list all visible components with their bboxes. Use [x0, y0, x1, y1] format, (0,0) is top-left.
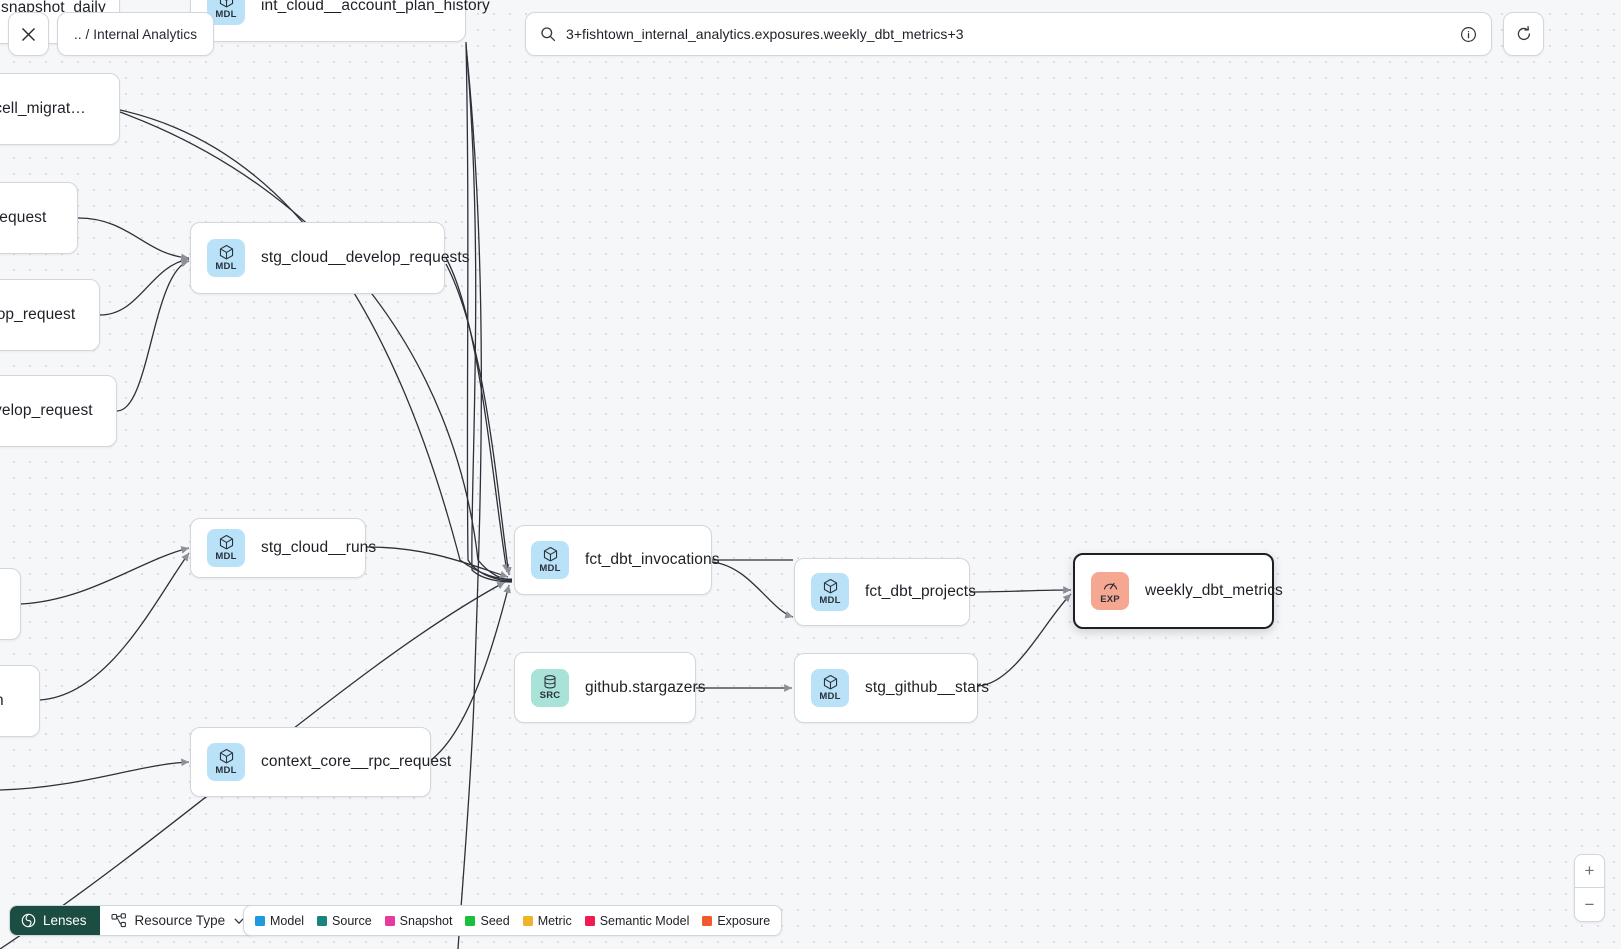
refresh-icon	[1517, 25, 1530, 41]
cube-icon	[218, 244, 235, 262]
gauge-icon	[1102, 577, 1119, 595]
refresh-button[interactable]	[1503, 12, 1544, 56]
breadcrumb-label: .. / Internal Analytics	[74, 26, 198, 42]
node-label: weekly_dbt_metrics	[1145, 582, 1283, 599]
resource-type-legend: Model Source Snapshot Seed Metric Semantic Mo…	[243, 905, 783, 936]
cube-icon	[822, 674, 839, 692]
chevron-down-icon	[234, 918, 244, 924]
node-label: …p_request	[0, 209, 47, 226]
legend-label: Seed	[480, 913, 510, 928]
legend-label: Metric	[537, 913, 572, 928]
legend-item[interactable]: Model	[255, 914, 304, 928]
node-label: stg_cloud__develop_requests	[261, 249, 470, 266]
resource-type-icon	[110, 912, 126, 927]
node-label: int_cloud__account_plan_history	[261, 0, 490, 14]
node-type-label: MDL	[819, 595, 841, 607]
search-icon	[541, 27, 556, 42]
node-label: stg_cloud__runs	[261, 539, 377, 556]
graph-node[interactable]: MDL…velop_request	[0, 279, 100, 351]
mdl-badge: MDL	[531, 541, 569, 579]
legend-swatch	[255, 915, 265, 926]
node-type-label: MDL	[539, 563, 561, 575]
node-label: multicell_migrat…	[0, 100, 86, 117]
graph-node[interactable]: EXP weekly_dbt_metrics	[1073, 553, 1283, 629]
mdl-badge: MDL	[207, 529, 245, 567]
graph-node[interactable]: MDL context_core__rpc_request	[190, 727, 451, 797]
node-label: fct_dbt_invocations	[585, 551, 720, 568]
graph-node[interactable]: MDL stg_cloud__develop_requests	[190, 222, 470, 294]
close-lineage-button[interactable]	[8, 12, 49, 56]
legend-label: Model	[270, 913, 305, 928]
node-label: github.stargazers	[585, 678, 706, 696]
graph-node[interactable]: SRC github.stargazers	[514, 652, 706, 723]
src-badge: SRC	[531, 668, 569, 707]
graph-node[interactable]: MDL…develop_request	[0, 375, 117, 447]
legend-label: Snapshot	[399, 913, 453, 928]
database-icon	[542, 674, 558, 691]
zoom-controls: + −	[1574, 854, 1605, 922]
graph-node[interactable]: MDL stg_cloud__runs	[190, 518, 376, 578]
legend-swatch	[584, 915, 595, 926]
info-icon[interactable]	[1460, 26, 1477, 43]
node-type-label: SRC	[539, 690, 561, 702]
cube-icon	[542, 546, 559, 564]
graph-node[interactable]: MDL…p_request	[0, 182, 78, 254]
node-type-label: EXP	[1100, 594, 1120, 606]
lenses-label: Lenses	[43, 913, 87, 928]
legend-item[interactable]: Source	[317, 914, 372, 928]
legend-swatch	[702, 915, 713, 926]
node-type-label: MDL	[215, 765, 237, 777]
legend-swatch	[465, 915, 476, 926]
node-label: …velop_request	[0, 306, 76, 323]
mdl-badge: MDL	[811, 573, 849, 611]
legend-swatch	[522, 915, 533, 926]
legend-item[interactable]: Snapshot	[384, 913, 453, 928]
lineage-search-bar[interactable]: 3+fishtown_internal_analytics.exposures.…	[525, 12, 1492, 56]
legend-item[interactable]: Exposure	[702, 914, 770, 928]
close-icon	[22, 27, 35, 41]
cube-icon	[218, 534, 235, 552]
graph-node[interactable]: MDL fct_dbt_invocations	[514, 525, 720, 595]
node-label: stg_github__stars	[865, 679, 990, 696]
legend-label: Exposure	[717, 913, 771, 928]
cube-icon	[218, 748, 235, 766]
mdl-badge: MDL	[207, 743, 245, 781]
node-type-label: MDL	[215, 9, 237, 21]
legend-swatch	[317, 915, 328, 926]
cube-icon	[218, 0, 235, 10]
node-type-label: MDL	[215, 261, 237, 273]
legend-item[interactable]: Semantic Model	[584, 913, 690, 928]
graph-node[interactable]: MDL….run	[0, 665, 40, 737]
graph-node[interactable]: MDL stg_github__stars	[794, 653, 989, 723]
legend-item[interactable]: Seed	[465, 913, 510, 928]
graph-node[interactable]: MDLmulticell_migrat…	[0, 73, 120, 145]
breadcrumb[interactable]: .. / Internal Analytics	[57, 12, 215, 56]
zoom-out-button[interactable]: −	[1584, 894, 1595, 914]
graph-node[interactable]: MDL int_cloud__account_plan_history	[190, 0, 490, 42]
legend-label: Source	[332, 913, 372, 928]
legend-swatch	[384, 915, 395, 926]
resource-type-label: Resource Type	[134, 913, 226, 928]
node-type-label: MDL	[819, 691, 841, 703]
graph-node[interactable]: MDL fct_dbt_projects	[794, 558, 976, 626]
zoom-in-button[interactable]: +	[1575, 855, 1604, 888]
mdl-badge: MDL	[811, 669, 849, 707]
node-type-label: MDL	[215, 551, 237, 563]
node-label: fct_dbt_projects	[865, 583, 977, 600]
lenses-button[interactable]: Lenses	[10, 906, 100, 935]
legend-item[interactable]: Metric	[522, 913, 572, 928]
node-label: ….run	[0, 692, 4, 710]
search-input[interactable]: 3+fishtown_internal_analytics.exposures.…	[566, 26, 964, 42]
lens-icon	[21, 913, 36, 928]
node-label: …develop_request	[0, 402, 93, 419]
graph-node[interactable]: MDL…n	[0, 568, 21, 640]
legend-label: Semantic Model	[599, 913, 690, 928]
resource-type-dropdown[interactable]: Resource Type	[99, 906, 257, 935]
mdl-badge: MDL	[207, 239, 245, 277]
cube-icon	[822, 578, 839, 596]
lens-controls: Lenses Resource Type	[9, 905, 258, 936]
exp-badge: EXP	[1091, 572, 1129, 610]
node-label: context_core__rpc_request	[261, 753, 452, 770]
